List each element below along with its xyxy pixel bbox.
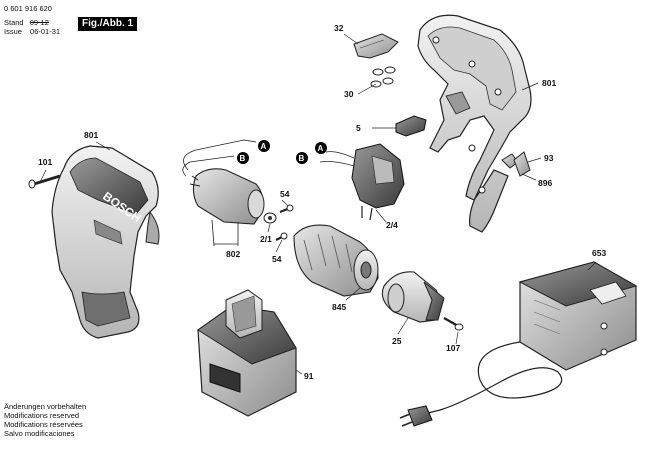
part-label-54-lower: 54 bbox=[272, 254, 282, 264]
footer-line: Modifications reserved bbox=[4, 411, 80, 420]
svg-text:A: A bbox=[261, 142, 267, 151]
stand-label: Stand bbox=[4, 18, 24, 27]
footer-notice: Änderungen vorbehalten Modifications res… bbox=[4, 402, 86, 438]
footer-line: Änderungen vorbehalten bbox=[4, 402, 87, 411]
figure-label: Fig./Abb. 1 bbox=[78, 17, 138, 31]
doc-number: 0 601 916 620 bbox=[4, 4, 52, 13]
svg-text:B: B bbox=[240, 154, 246, 163]
motor-part bbox=[182, 139, 265, 247]
part-label-2-1: 2/1 bbox=[260, 234, 272, 244]
slider-part bbox=[395, 115, 427, 137]
wire-marker-b-lower: B bbox=[296, 152, 308, 164]
part-label-896: 896 bbox=[538, 178, 552, 188]
part-label-801-top: 801 bbox=[542, 78, 556, 88]
issue-value: 06-01-31 bbox=[30, 27, 61, 36]
assembled-drill-part: BOSCH bbox=[51, 145, 160, 339]
issue-row: Issue 06-01-31 bbox=[4, 27, 60, 36]
battery-part bbox=[197, 289, 297, 417]
footer-line: Modifications réservées bbox=[4, 420, 83, 429]
small-clip-part bbox=[501, 151, 531, 177]
screw-101-part bbox=[28, 174, 61, 189]
part-label-32: 32 bbox=[334, 23, 344, 33]
part-label-653: 653 bbox=[592, 248, 606, 258]
stand-row: Stand 09-12 bbox=[4, 18, 49, 27]
power-cord-part bbox=[399, 341, 563, 427]
part-label-101: 101 bbox=[38, 157, 52, 167]
stand-value: 09-12 bbox=[29, 18, 49, 27]
part-label-107: 107 bbox=[446, 343, 460, 353]
part-label-5: 5 bbox=[356, 123, 361, 133]
clip-part bbox=[353, 33, 399, 59]
part-label-54-upper: 54 bbox=[280, 189, 290, 199]
part-label-25: 25 bbox=[392, 336, 402, 346]
screws-part bbox=[370, 66, 396, 88]
wire-marker-b-upper: B bbox=[237, 152, 249, 164]
leader-lines bbox=[39, 33, 597, 375]
chuck-part bbox=[381, 271, 445, 323]
wire-marker-a-upper: A bbox=[258, 140, 270, 152]
pinion-part bbox=[263, 212, 277, 224]
part-label-30: 30 bbox=[344, 89, 354, 99]
svg-text:A: A bbox=[318, 144, 324, 153]
svg-text:B: B bbox=[299, 154, 305, 163]
wire-marker-a-lower: A bbox=[315, 142, 327, 154]
screws-54-part bbox=[275, 204, 294, 241]
charger-part bbox=[518, 261, 638, 371]
part-label-802: 802 bbox=[226, 249, 240, 259]
gearbox-part bbox=[293, 224, 379, 297]
issue-label: Issue bbox=[4, 27, 22, 36]
screw-107-part bbox=[443, 316, 464, 331]
part-label-91: 91 bbox=[304, 371, 314, 381]
part-label-801-left: 801 bbox=[84, 130, 98, 140]
part-label-93: 93 bbox=[544, 153, 554, 163]
switch-part bbox=[319, 143, 405, 221]
part-label-845: 845 bbox=[332, 302, 346, 312]
part-label-2-4: 2/4 bbox=[386, 220, 398, 230]
footer-line: Salvo modificaciones bbox=[4, 429, 75, 438]
housing-shell-part bbox=[417, 14, 532, 233]
